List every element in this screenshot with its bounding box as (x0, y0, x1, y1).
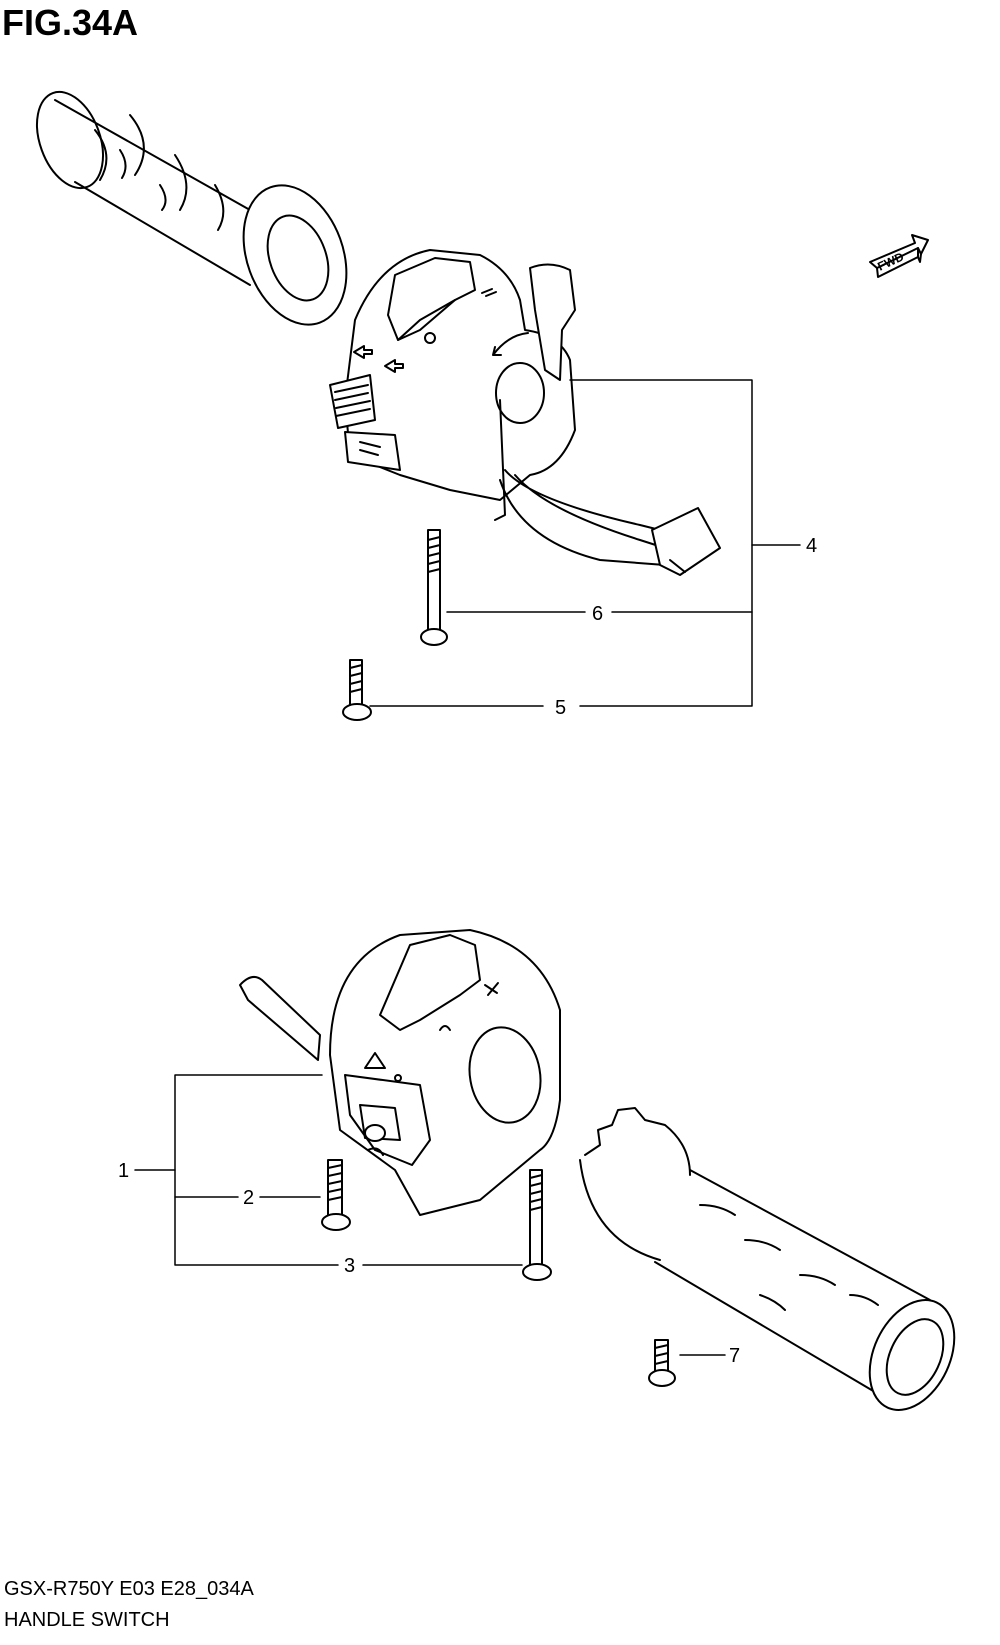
figure-title: FIG.34A (2, 2, 139, 43)
callout-7: 7 (729, 1345, 740, 1367)
bracket-1-2-3 (134, 1074, 523, 1266)
screw-2 (321, 1159, 351, 1231)
section-name: HANDLE SWITCH (4, 1609, 170, 1631)
left-grip-top (36, 90, 348, 326)
right-grip-bottom (579, 1107, 956, 1411)
screw-7 (648, 1339, 726, 1387)
fwd-arrow-icon (869, 234, 929, 278)
callout-2: 2 (243, 1187, 254, 1209)
callout-6: 6 (592, 603, 603, 625)
model-code: GSX-R750Y E03 E28_034A (4, 1578, 254, 1600)
bracket-4-5-6 (369, 379, 801, 707)
left-handle-switch-housing (329, 249, 721, 576)
callout-4: 4 (806, 535, 817, 557)
right-handle-switch-housing (239, 929, 561, 1216)
screw-5 (342, 659, 372, 721)
callout-1: 1 (118, 1160, 129, 1182)
callout-3: 3 (344, 1255, 355, 1277)
callout-5: 5 (555, 697, 566, 719)
screw-6 (420, 529, 448, 646)
screw-3 (522, 1169, 552, 1281)
